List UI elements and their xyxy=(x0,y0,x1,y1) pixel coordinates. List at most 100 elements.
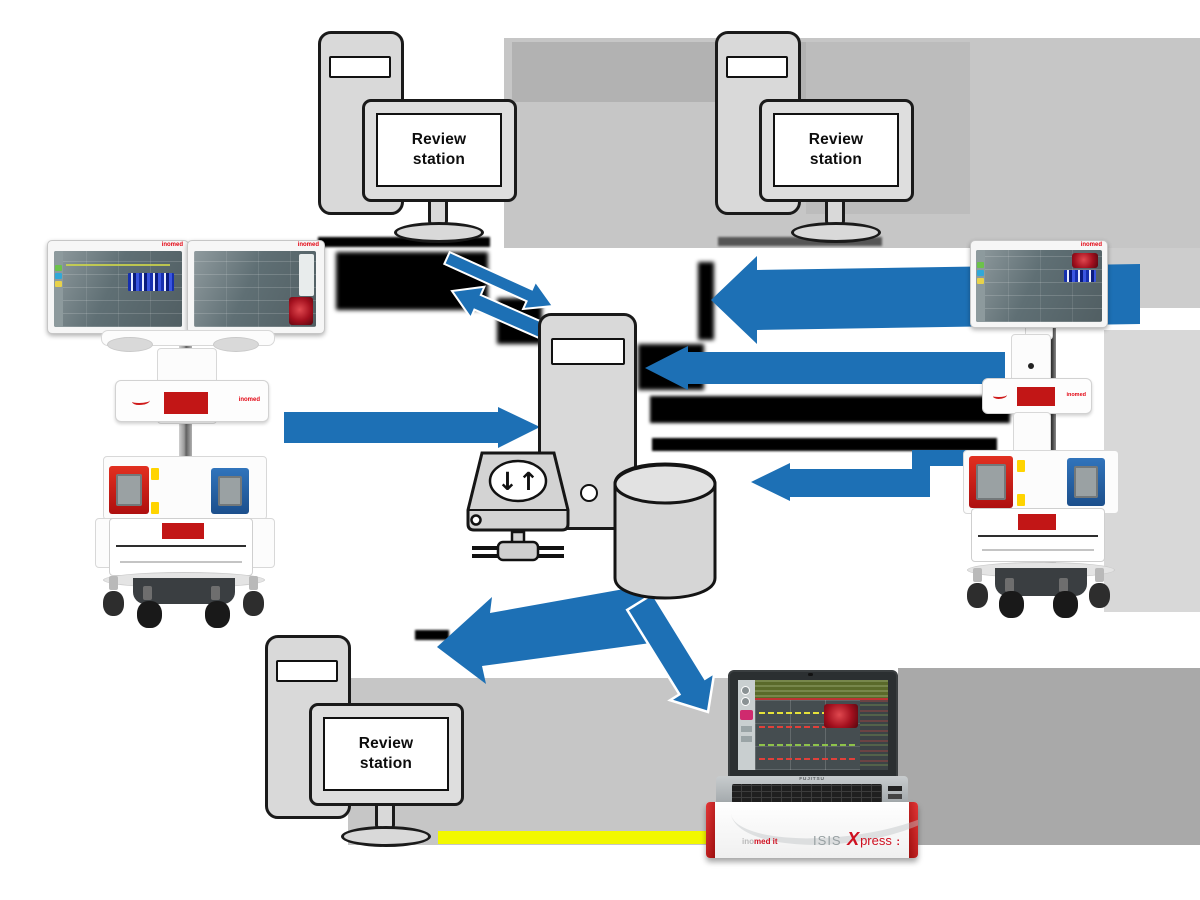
review-monitor: Review station xyxy=(309,703,464,806)
yellow-chip xyxy=(1017,460,1025,472)
product-script xyxy=(132,397,150,405)
shadow-artifact xyxy=(318,237,490,247)
connector-socket xyxy=(1074,466,1098,498)
screen-icon xyxy=(977,278,984,284)
iom-cart-left: inomed inomed xyxy=(45,238,325,628)
cylinder-top xyxy=(613,463,717,505)
isis-xpress-wordmark: ISIS Xpress : xyxy=(813,829,900,850)
cart-monitor-2: inomed xyxy=(187,240,325,334)
network-plug xyxy=(496,540,540,562)
port-slot xyxy=(888,786,902,791)
webcam-dot xyxy=(808,673,813,676)
cart-drawer xyxy=(109,518,253,576)
case-red-edge-left xyxy=(706,802,715,858)
stimulus-bars xyxy=(128,273,174,291)
tower-drive-slot xyxy=(329,56,391,78)
inomed-logo: inomed xyxy=(297,242,319,248)
tool-icon xyxy=(741,686,750,695)
screen-icon xyxy=(55,273,62,279)
server-drive-slot xyxy=(551,338,625,365)
iom-screen xyxy=(976,250,1102,322)
caster-wheel xyxy=(999,578,1025,618)
waveform-trace xyxy=(759,758,856,760)
inomed-it-logo-gray: ino xyxy=(742,837,754,846)
caster-wheel xyxy=(205,586,231,628)
measurement-panel xyxy=(860,700,888,770)
sync-arrows-icon: ↓↑ xyxy=(497,467,539,496)
iom-screen xyxy=(54,251,182,327)
tower-drive-slot xyxy=(726,56,788,78)
laptop-screen-bezel xyxy=(728,670,898,780)
review-station-label-line1: Review xyxy=(358,735,414,752)
endoscope-image xyxy=(1072,253,1098,268)
software-sidebar xyxy=(738,680,755,770)
caster-wheel xyxy=(1053,578,1079,618)
laptop-screen xyxy=(738,680,888,770)
waveform-trace xyxy=(759,744,856,746)
caster-wheel xyxy=(967,568,989,608)
isis-text: ISIS xyxy=(813,833,842,848)
review-monitor: Review station xyxy=(362,99,517,202)
review-screen: Review station xyxy=(376,113,502,187)
connector-socket xyxy=(116,474,142,506)
trace-line xyxy=(66,264,170,266)
screen-icon xyxy=(55,281,62,287)
bg-yellow-strip xyxy=(438,831,716,844)
tool-icon xyxy=(741,736,752,742)
port-slot xyxy=(888,794,902,799)
case-red-edge-right xyxy=(909,802,918,858)
cart-shelf: inomed xyxy=(115,380,269,422)
cart-monitor: inomed xyxy=(970,240,1108,328)
product-script xyxy=(993,392,1007,399)
xpress-x: X xyxy=(847,829,860,849)
cart-drawer xyxy=(971,508,1105,562)
monitor-base xyxy=(394,222,484,243)
waveform-trace xyxy=(759,726,856,728)
blue-connector-module xyxy=(211,468,249,514)
connector-socket xyxy=(976,464,1006,500)
connector-socket xyxy=(218,476,242,506)
screen-toolbar xyxy=(976,250,985,322)
fujitsu-logo: FUJITSU xyxy=(799,776,825,782)
laptop-deck: FUJITSU xyxy=(716,776,908,806)
review-station-bottom: Review station xyxy=(265,635,470,853)
review-station-label-line2: station xyxy=(359,755,413,772)
server-power-button xyxy=(580,484,598,502)
inomed-logo: inomed xyxy=(1066,392,1086,398)
review-monitor: Review station xyxy=(759,99,914,202)
mount-foot xyxy=(107,337,153,352)
yellow-chip xyxy=(151,468,159,480)
review-station-label-line1: Review xyxy=(808,131,864,148)
screen-sidebar xyxy=(299,254,314,296)
iom-screen xyxy=(194,251,316,327)
drawer-divider xyxy=(120,561,242,563)
waveform-grid xyxy=(755,700,860,770)
xpress-rest: press xyxy=(860,833,892,848)
arrow-cartright-to-server-stepped xyxy=(751,450,1000,501)
shadow-artifact xyxy=(718,237,882,246)
monitor-base xyxy=(341,826,431,847)
isis-xpress-laptop: FUJITSU inomed it ISIS Xpress : xyxy=(706,664,918,858)
arrow-topleft-to-server xyxy=(442,250,555,311)
bracket-knob xyxy=(1028,363,1034,369)
shelf-red-panel xyxy=(1017,387,1055,406)
caster-wheel xyxy=(1089,568,1111,608)
timeline-band xyxy=(755,680,888,700)
arrow-server-to-laptop xyxy=(625,592,716,714)
screen-icon xyxy=(977,270,984,276)
isis-xpress-case: inomed it ISIS Xpress : xyxy=(706,802,918,858)
sync-drive-led xyxy=(470,514,482,526)
bg-band xyxy=(1104,330,1200,612)
drawer-divider xyxy=(982,549,1094,551)
laptop-keyboard xyxy=(732,784,882,803)
review-station-label-line2: station xyxy=(809,151,863,168)
review-station-label-line2: station xyxy=(412,151,466,168)
inomed-it-logo: inomed it xyxy=(742,837,778,846)
red-connector-module xyxy=(109,466,149,514)
shelf-red-panel xyxy=(164,392,208,414)
database-cylinder xyxy=(613,462,717,600)
cart-monitor-1: inomed xyxy=(47,240,189,334)
shadow-artifact xyxy=(415,630,449,640)
bg-band xyxy=(898,668,1200,845)
